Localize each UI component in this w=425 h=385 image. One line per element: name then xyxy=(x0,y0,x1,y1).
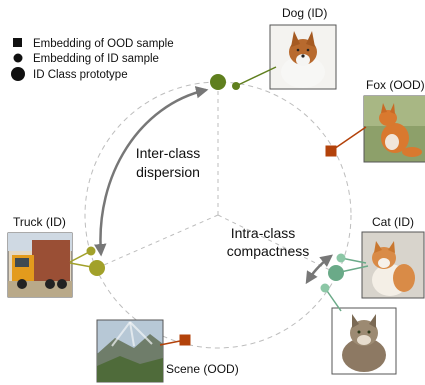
fox-image xyxy=(363,95,425,163)
fox-ood-sample xyxy=(325,145,337,157)
dog-prototype xyxy=(210,74,226,90)
truck-label: Truck (ID) xyxy=(13,215,66,229)
legend-prototype-label: ID Class prototype xyxy=(33,69,128,81)
cat-id-sample-1 xyxy=(336,253,346,263)
legend-prototype-marker xyxy=(11,67,25,81)
dog-image xyxy=(269,24,337,90)
cat-id-sample-2 xyxy=(320,283,330,293)
intra-class-label-line1: Intra-class xyxy=(231,225,296,241)
truck-image xyxy=(7,232,73,298)
radius-cat xyxy=(217,214,337,274)
hypersphere-circle xyxy=(84,81,352,349)
scene-label: Scene (OOD) xyxy=(166,362,239,376)
dog-label: Dog (ID) xyxy=(282,6,327,20)
cat-label: Cat (ID) xyxy=(372,215,414,229)
inter-class-label-line2: dispersion xyxy=(136,164,200,180)
legend-id-label: Embedding of ID sample xyxy=(33,53,159,65)
intra-class-label-line2: compactness xyxy=(227,243,309,259)
legend-ood-label: Embedding of OOD sample xyxy=(33,38,174,50)
legend-id-marker xyxy=(13,53,23,63)
fox-label: Fox (OOD) xyxy=(366,78,425,92)
dog-id-sample xyxy=(232,82,240,90)
legend-ood-marker xyxy=(13,38,22,47)
truck-id-sample xyxy=(86,246,96,256)
intra-class-arrow xyxy=(305,254,333,285)
fox-connector xyxy=(330,126,367,152)
scene-ood-sample xyxy=(179,334,191,346)
cat-image-1 xyxy=(361,231,425,299)
inter-class-label-line1: Inter-class xyxy=(136,145,201,161)
cat-connector-3 xyxy=(324,287,342,312)
cat-image-2 xyxy=(331,307,397,375)
scene-image xyxy=(96,319,164,383)
truck-prototype xyxy=(89,260,105,276)
radius-truck xyxy=(96,214,219,269)
cat-prototype xyxy=(328,265,344,281)
dog-connector xyxy=(235,66,277,87)
inter-class-arrow xyxy=(94,86,209,257)
